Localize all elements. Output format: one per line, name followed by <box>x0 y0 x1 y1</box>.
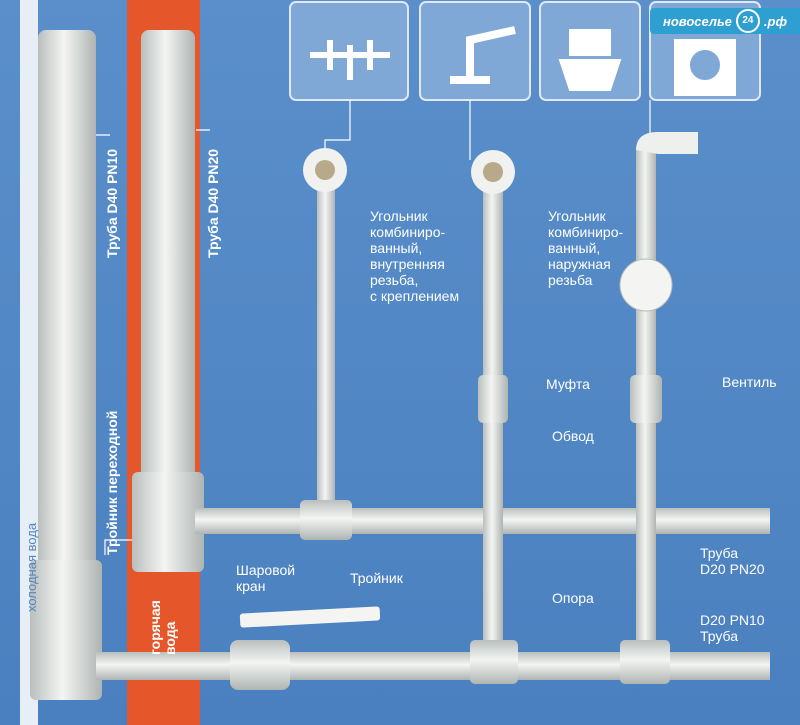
logo-badge: 24 <box>735 9 760 33</box>
hot-water-label: горячая вода <box>147 600 178 655</box>
logo-domain: .рф <box>763 13 787 29</box>
elbow-internal-label: Угольник комбиниро- ванный, внутренняя р… <box>370 208 460 304</box>
logo-text: новоселье <box>663 13 732 29</box>
valve-handle <box>619 258 673 312</box>
valve-label: Вентиль <box>722 374 777 390</box>
sink-faucet-icon <box>419 1 531 101</box>
cold-water-strip <box>20 0 38 725</box>
elbow-external-label: Угольник комбиниро- ванный, наружная рез… <box>548 208 624 288</box>
reducing-tee-label: Тройник переходной <box>104 410 120 555</box>
fixture-icons <box>289 1 761 101</box>
cold-water-label: холодная вода <box>24 522 39 612</box>
leader-lines <box>96 100 651 555</box>
coupling-label: Муфта <box>546 376 590 392</box>
pipe-d20-pn20-label: Труба D20 PN20 <box>700 545 765 577</box>
pipe-d40-pn10-label: Труба D40 PN10 <box>104 148 120 258</box>
ball-valve-label: Шаровой кран <box>236 562 296 594</box>
support-label: Опора <box>552 590 594 606</box>
site-logo[interactable]: новоселье 24 .рф <box>650 8 800 34</box>
elbow-external-fitting <box>636 132 698 154</box>
ball-valve <box>230 640 290 690</box>
pipe-d20-pn10-label: D20 PN10 Труба <box>700 612 765 644</box>
bypass-label: Обвод <box>552 428 594 444</box>
pipe-d40-pn20-label: Труба D40 PN20 <box>205 148 221 258</box>
tee-label: Тройник <box>350 570 403 586</box>
